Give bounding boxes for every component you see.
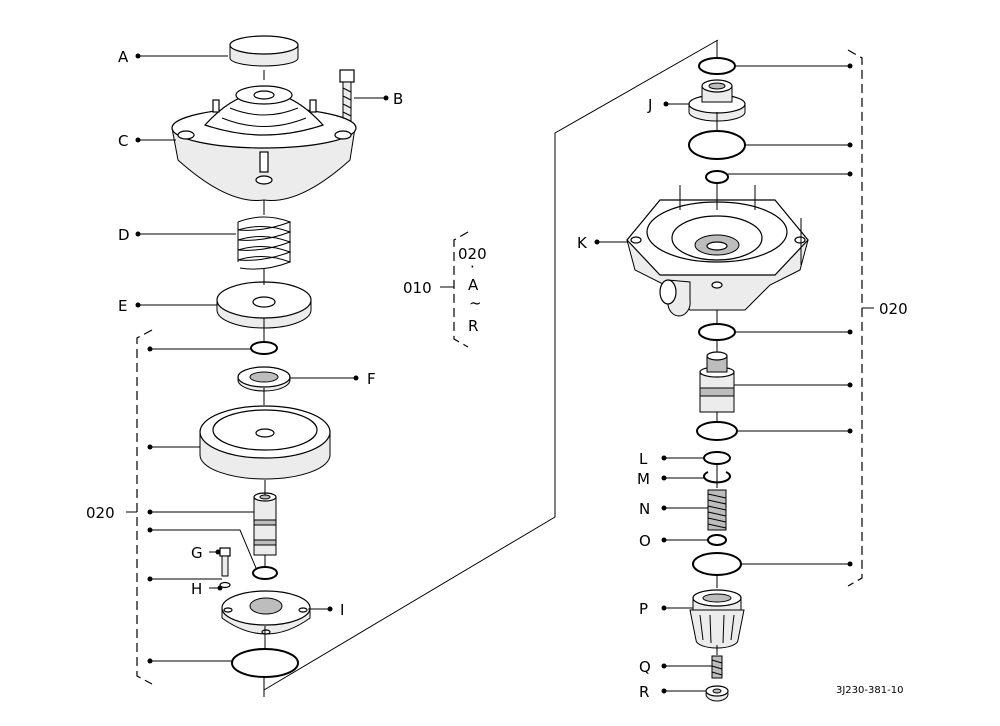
oring-left-large <box>231 648 299 678</box>
part-d-spring <box>237 216 292 270</box>
part-labels: A B C D E F G H I J K L M N O P Q R 020 … <box>86 48 908 701</box>
part-f-washer <box>237 366 291 392</box>
oring-left-1 <box>250 341 278 355</box>
left-axis <box>263 70 266 650</box>
label-b: B <box>393 90 403 108</box>
label-d: D <box>118 226 130 244</box>
label-l: L <box>639 450 648 468</box>
label-010: 010 <box>403 279 432 297</box>
part-k-valve-body <box>626 199 809 317</box>
oring-right-3 <box>698 323 736 341</box>
part-i-bottom-cover <box>221 590 311 635</box>
drawing-number: 3J230-381-10 <box>836 685 903 696</box>
check-valve-cartridge <box>699 351 735 413</box>
label-j: J <box>647 96 652 114</box>
label-a: A <box>118 48 129 66</box>
diaphragm <box>199 405 331 480</box>
label-k: K <box>577 234 588 252</box>
part-n-spring <box>707 489 727 531</box>
part-h-lock-washer <box>219 581 231 589</box>
oring-left-2 <box>252 566 278 580</box>
right-020-bracket <box>847 49 863 587</box>
part-a-cap <box>229 35 299 67</box>
label-g: G <box>191 544 203 562</box>
part-q-set-screw <box>711 655 723 679</box>
label-range-start: 020 <box>458 245 487 263</box>
label-h: H <box>191 580 202 598</box>
label-p: P <box>639 600 648 618</box>
label-range-dot: · <box>470 258 475 276</box>
oring-right-top <box>698 57 736 75</box>
label-f: F <box>367 370 376 388</box>
right-leaders <box>594 63 853 694</box>
part-r-nut <box>705 685 729 702</box>
oring-right-large-2 <box>692 552 742 576</box>
label-left-020: 020 <box>86 504 115 522</box>
label-m: M <box>637 470 650 488</box>
label-r: R <box>639 683 649 701</box>
part-o-ring <box>707 534 727 546</box>
label-e: E <box>118 297 127 315</box>
part-j-valve-seat <box>688 79 746 122</box>
left-020-bracket <box>136 329 153 685</box>
label-n: N <box>639 500 650 518</box>
label-c: C <box>118 132 128 150</box>
label-q: Q <box>639 658 651 676</box>
label-i: I <box>340 601 344 619</box>
oring-right-large <box>688 130 746 160</box>
part-e-spring-seat <box>216 281 312 329</box>
part-p-cap-nut <box>689 589 745 649</box>
center-010-bracket <box>453 231 469 348</box>
oring-right-4 <box>696 421 738 441</box>
part-g-screw <box>219 547 231 577</box>
part-l-ring <box>703 451 731 465</box>
label-range-to: R <box>468 317 478 335</box>
label-range-tilde: ~ <box>469 294 482 312</box>
part-c-upper-housing <box>171 85 357 201</box>
oring-right-small <box>705 170 729 184</box>
piston <box>253 492 277 556</box>
label-range-from: A <box>468 276 479 294</box>
label-right-020: 020 <box>879 300 908 318</box>
label-o: O <box>639 532 651 550</box>
left-leaders <box>135 53 389 664</box>
connection-lines <box>263 39 719 697</box>
